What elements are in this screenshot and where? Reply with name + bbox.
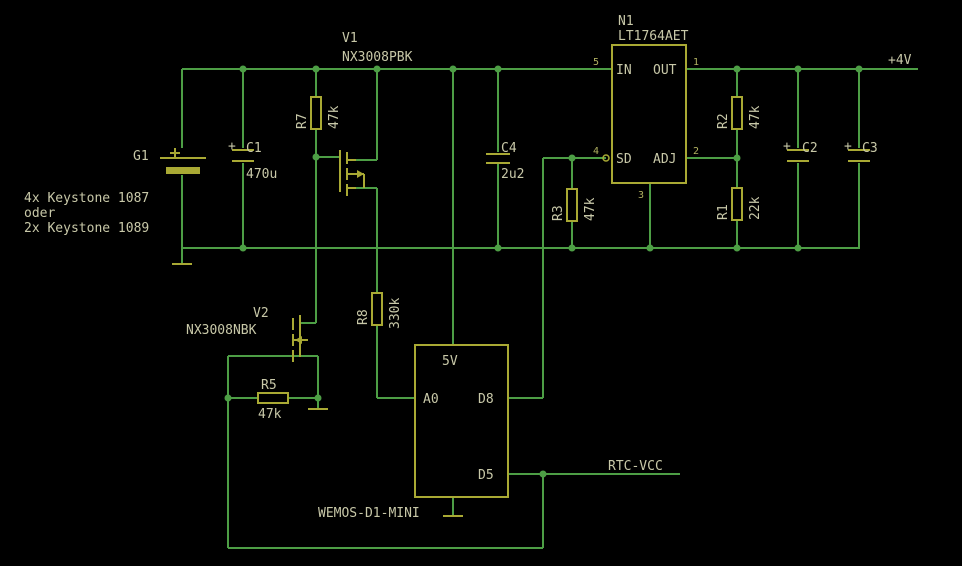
g1-label: G1	[133, 149, 149, 164]
wemos-pin-d8: D8	[478, 392, 494, 407]
v1-part: NX3008PBK	[342, 50, 413, 65]
resistor-r5: R5 47k	[257, 378, 289, 422]
r2-value: 47k	[748, 105, 763, 129]
n1-pin-1: 1	[693, 57, 699, 68]
wemos-pin-a0: A0	[423, 392, 439, 407]
sd-inverted-bubble	[602, 154, 610, 162]
r7-label: R7	[295, 113, 310, 129]
n1-pin-4: 4	[593, 146, 599, 157]
n1-part: LT1764AET	[618, 29, 689, 44]
wemos-pin-d5: D5	[478, 468, 494, 483]
wemos-pin-5v: 5V	[442, 354, 458, 369]
n1-pin-5: 5	[593, 57, 599, 68]
resistor-r8: R8 330k	[356, 292, 403, 329]
n1-pin-adj: ADJ	[653, 152, 676, 167]
battery-g1: G1 4x Keystone 1087 oder 2x Keystone 108…	[24, 148, 206, 236]
n1-label: N1	[618, 14, 634, 29]
n1-pin-3: 3	[638, 190, 644, 201]
c4-value: 2u2	[501, 167, 524, 182]
capacitor-c2: + C2	[783, 139, 818, 162]
resistor-r2: R2 47k	[716, 96, 763, 130]
capacitor-c3: + C3	[844, 139, 878, 162]
net-rtc-vcc: RTC-VCC	[608, 459, 663, 474]
wires	[181, 68, 918, 549]
junctions	[224, 65, 863, 478]
c1-plus: +	[228, 139, 236, 154]
v2-part: NX3008NBK	[186, 323, 257, 338]
r8-value: 330k	[388, 298, 403, 329]
c2-label: C2	[802, 141, 818, 156]
r1-value: 22k	[748, 196, 763, 220]
c3-plus: +	[844, 139, 852, 154]
capacitor-c1: + C1 470u	[228, 139, 277, 182]
ground-symbols	[172, 263, 463, 517]
r5-value: 47k	[258, 407, 282, 422]
mosfet-v2: V2 NX3008NBK	[186, 306, 308, 362]
net-plus4v: +4V	[888, 53, 912, 68]
r7-value: 47k	[327, 105, 342, 129]
mosfet-v1: V1 NX3008PBK	[339, 31, 413, 196]
r2-label: R2	[716, 113, 731, 129]
battery-note-2: oder	[24, 206, 55, 221]
n1-pin-sd: SD	[616, 152, 632, 167]
r3-value: 47k	[583, 197, 598, 221]
resistor-r3: R3 47k	[551, 188, 598, 222]
n1-pin-2: 2	[693, 146, 699, 157]
battery-note-3: 2x Keystone 1089	[24, 221, 149, 236]
r3-label: R3	[551, 205, 566, 221]
r5-label: R5	[261, 378, 277, 393]
battery-note-1: 4x Keystone 1087	[24, 191, 149, 206]
v2-label: V2	[253, 306, 269, 321]
resistor-r7: R7 47k	[295, 96, 342, 130]
wemos-d1-mini: 5V A0 D8 D5 WEMOS-D1-MINI	[318, 344, 509, 521]
wemos-name: WEMOS-D1-MINI	[318, 506, 420, 521]
r8-label: R8	[356, 309, 371, 325]
c1-value: 470u	[246, 167, 277, 182]
c3-label: C3	[862, 141, 878, 156]
r1-label: R1	[716, 204, 731, 220]
n1-pin-in: IN	[616, 63, 632, 78]
c1-label: C1	[246, 141, 262, 156]
capacitor-c4: C4 2u2	[486, 141, 524, 182]
v1-label: V1	[342, 31, 358, 46]
c2-plus: +	[783, 139, 791, 154]
regulator-n1: N1 LT1764AET IN OUT SD ADJ 5 1 4 2 3	[593, 14, 699, 201]
resistor-r1: R1 22k	[716, 187, 763, 221]
n1-pin-out: OUT	[653, 63, 677, 78]
c4-label: C4	[501, 141, 517, 156]
